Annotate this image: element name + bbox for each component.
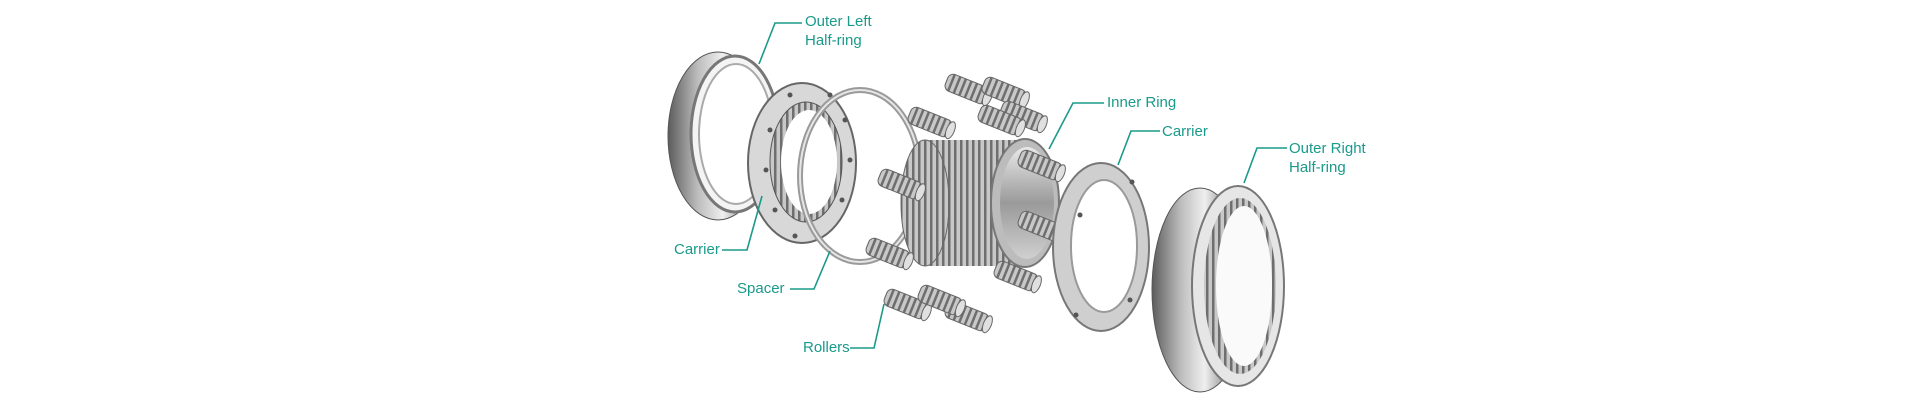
roller — [977, 104, 1026, 138]
roller — [877, 168, 926, 202]
label-line: Half-ring — [1289, 159, 1346, 176]
label-rollers: Rollers — [803, 339, 850, 356]
roller — [883, 288, 932, 322]
carrier-right — [1052, 162, 1150, 332]
outer-right-half-ring — [1151, 185, 1285, 393]
label-line: Outer Right — [1289, 140, 1366, 157]
roller — [993, 260, 1042, 294]
roller — [981, 76, 1030, 110]
label-outer-right-half-ring: Outer Right Half-ring — [1289, 139, 1366, 177]
label-carrier-right: Carrier — [1162, 123, 1208, 140]
label-line: Outer Left — [805, 13, 872, 30]
label-line: Half-ring — [805, 32, 862, 49]
roller — [865, 237, 914, 271]
roller — [1017, 149, 1066, 183]
label-inner-ring: Inner Ring — [1107, 94, 1177, 111]
roller — [907, 106, 956, 140]
roller — [917, 284, 966, 318]
label-outer-left-half-ring: Outer Left Half-ring — [805, 12, 872, 50]
label-spacer: Spacer — [737, 280, 785, 297]
label-carrier-left: Carrier — [674, 241, 720, 258]
leader-lines — [722, 22, 1287, 349]
